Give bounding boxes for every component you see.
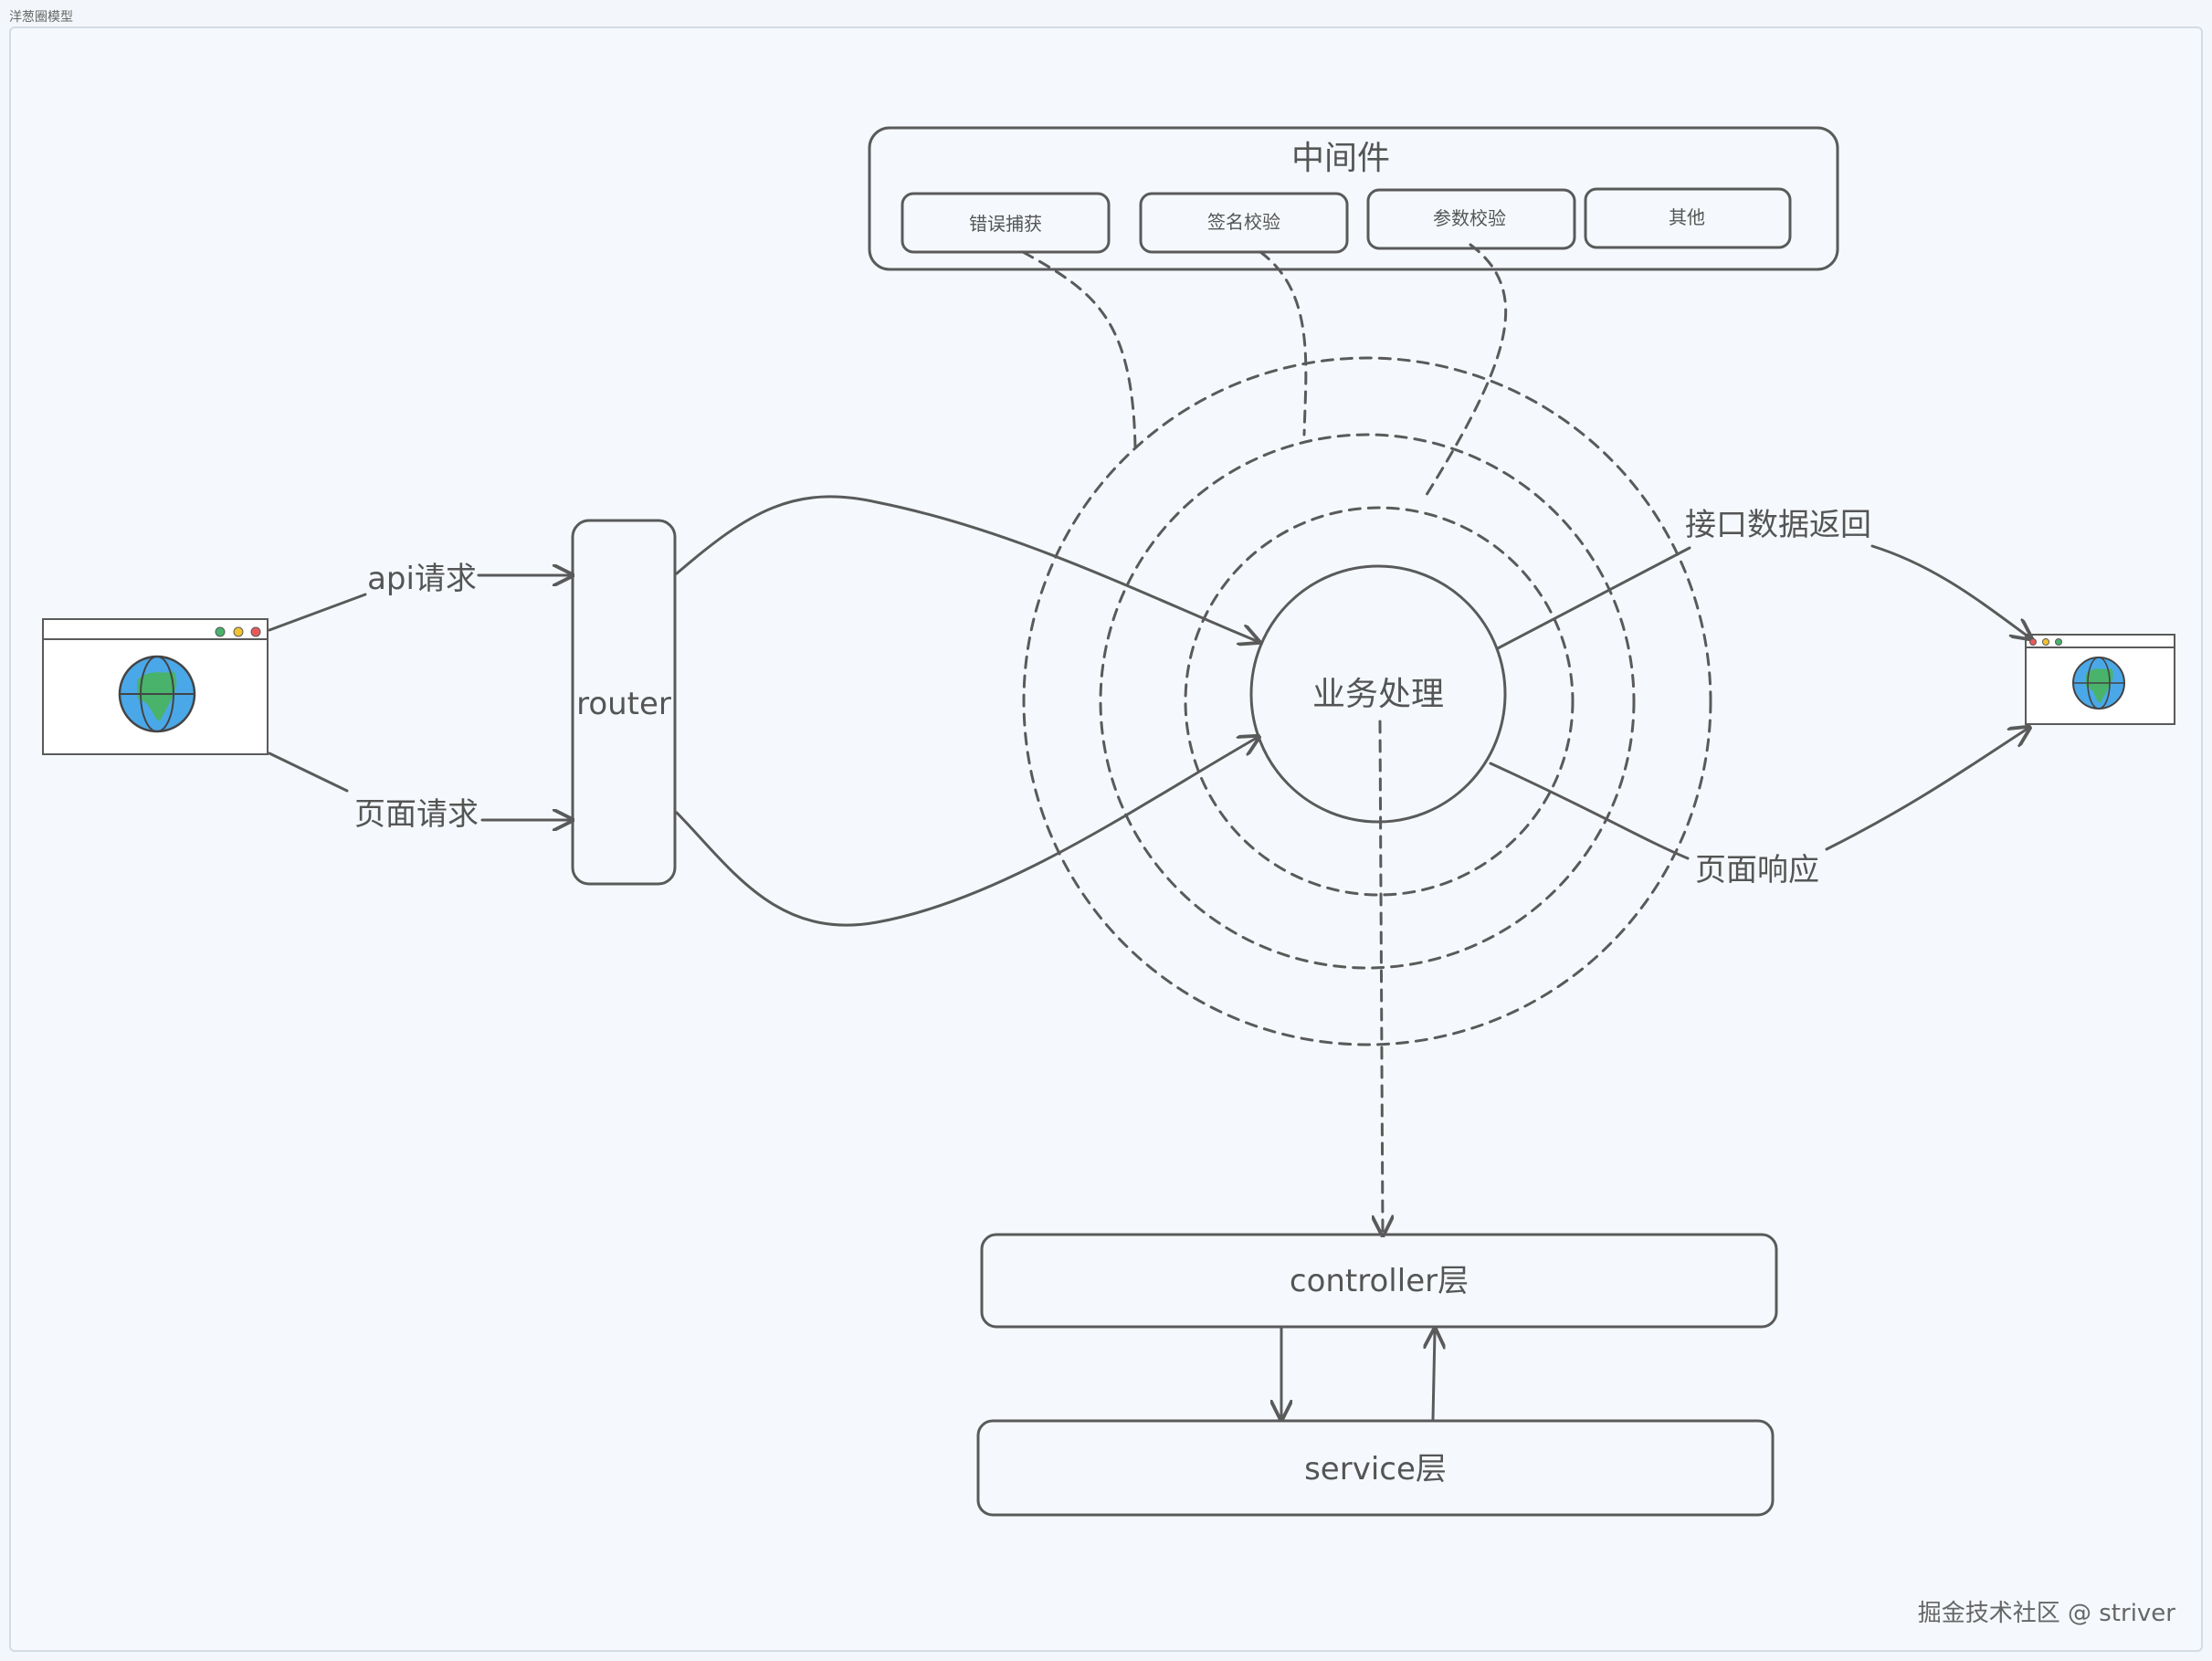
watermark: 掘金技术社区 @ striver (1917, 1600, 2175, 1627)
canvas-frame (9, 26, 2203, 1652)
router-to-core-top (675, 495, 1257, 641)
business-core-label: 业务处理 (1312, 676, 1444, 713)
service-layer-box[interactable] (976, 1419, 1775, 1517)
middleware-item-error-catch[interactable] (901, 192, 1111, 254)
globe-icon (118, 655, 196, 733)
router-box[interactable] (571, 519, 677, 886)
middleware-item-label: 签名校验 (1207, 211, 1280, 233)
service-layer-label: service层 (1304, 1451, 1447, 1488)
middleware-item-other[interactable] (1584, 187, 1792, 249)
api-request-edge (268, 593, 367, 632)
middleware-item-label: 参数校验 (1433, 207, 1506, 229)
business-core-circle[interactable] (1249, 564, 1507, 824)
onion-ring-inner (1184, 506, 1575, 897)
window-controls-right (2029, 638, 2062, 646)
onion-ring-middle (1099, 433, 1636, 970)
page-request-edge (268, 752, 349, 793)
router-label: router (576, 686, 671, 722)
middleware-item-signature-check[interactable] (1139, 192, 1349, 254)
controller-layer-box[interactable] (980, 1233, 1778, 1329)
api-return-arrow (1870, 544, 2029, 637)
onion-ring-outer (1022, 356, 1712, 1046)
page-response-label: 页面响应 (1695, 852, 1819, 888)
signature-check-connector (1259, 250, 1308, 436)
controller-layer-label: controller层 (1290, 1263, 1469, 1299)
router-to-core-bottom (675, 738, 1257, 927)
param-check-connector (1423, 243, 1508, 499)
error-catch-connector (1021, 250, 1137, 449)
middleware-item-label: 其他 (1669, 206, 1705, 228)
middleware-item-label: 错误捕获 (969, 213, 1042, 235)
page-request-label: 页面请求 (354, 796, 479, 833)
api-request-label: api请求 (367, 561, 477, 597)
globe-icon (2072, 657, 2125, 710)
frame-title: 洋葱圈模型 (9, 10, 73, 25)
service-to-controller-arrow (1433, 1331, 1435, 1421)
middleware-container (868, 126, 1839, 271)
middleware-item-param-check[interactable] (1366, 188, 1576, 250)
middleware-title: 中间件 (1291, 140, 1390, 177)
window-controls-left (215, 626, 261, 637)
core-to-controller-arrow (1380, 720, 1383, 1233)
page-response-edge (1489, 762, 1690, 860)
api-return-label: 接口数据返回 (1685, 507, 1871, 543)
page-response-arrow (1825, 729, 2028, 851)
api-return-edge (1496, 546, 1691, 650)
